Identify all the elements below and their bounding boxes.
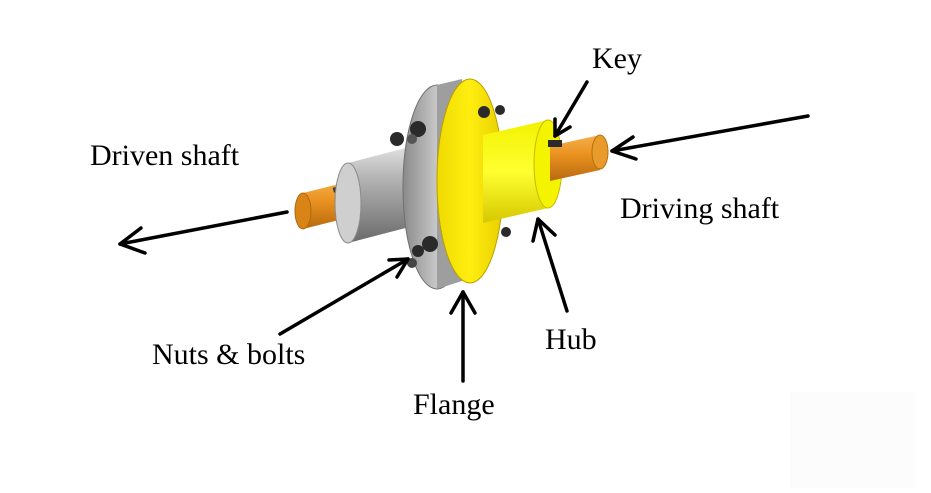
driving-shaft-label: Driving shaft [620, 192, 780, 225]
nuts-bolts-label: Nuts & bolts [152, 338, 306, 371]
nuts-bolts-arrow [278, 257, 410, 336]
driven-shaft-arrow [118, 210, 289, 255]
driving-shaft-arrow [610, 114, 810, 161]
key-arrow [553, 80, 589, 138]
flange-arrow [449, 290, 477, 383]
key-label: Key [592, 42, 642, 75]
blank-patch [790, 392, 916, 488]
hub-label: Hub [545, 323, 597, 356]
flange-label: Flange [413, 388, 495, 421]
driven-shaft-label: Driven shaft [90, 139, 240, 172]
label-arrows [118, 80, 810, 383]
hub-arrow [531, 217, 569, 313]
nuts-and-bolts-shape [390, 105, 511, 268]
driving-shaft-shape [548, 134, 609, 181]
